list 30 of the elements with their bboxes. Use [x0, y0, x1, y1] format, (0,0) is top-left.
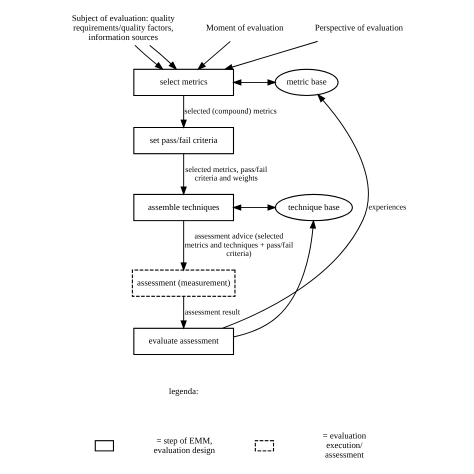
node-box: set pass/fail criteria: [132, 126, 234, 154]
node-ellipse: metric base: [274, 68, 338, 96]
arrow: [180, 95, 186, 129]
arrow: [196, 40, 230, 70]
arrow: [148, 44, 177, 70]
node-text: Subject of evaluation: quality requirements/quality factors, information sources: [71, 13, 174, 42]
arrow: [232, 219, 316, 338]
edge-label: assessment result: [184, 307, 240, 316]
edge-label: selected metrics, pass/fail criteria and weights: [184, 164, 267, 182]
arrow: [232, 204, 276, 211]
arrow: [180, 153, 186, 196]
node-box: select metrics: [132, 68, 234, 96]
legend-label: = step of EMM, evaluation design: [153, 435, 215, 455]
edge-label: selected (compound) metrics: [184, 106, 276, 116]
node-text: Moment of evaluation: [206, 22, 284, 32]
node-box: assemble techniques: [132, 194, 234, 222]
arrow: [222, 94, 368, 329]
node-box: assessment (measurement): [131, 270, 235, 297]
arrow: [180, 296, 186, 330]
node-ellipse: technique base: [274, 194, 352, 222]
arrow: [180, 220, 186, 272]
label: legenda:: [168, 386, 198, 396]
legend-label: = evaluation execution/ assessment: [322, 430, 366, 460]
edge-label: assessment advice (selected metrics and techniques + pass/fail criteria): [184, 232, 293, 258]
arrow: [223, 40, 318, 70]
arrow: [232, 79, 276, 86]
node-box: evaluate assessment: [132, 328, 234, 356]
arrow: [134, 44, 164, 70]
node-text: Perspective of evaluation: [314, 22, 403, 32]
edge-label: experiences: [368, 202, 406, 212]
